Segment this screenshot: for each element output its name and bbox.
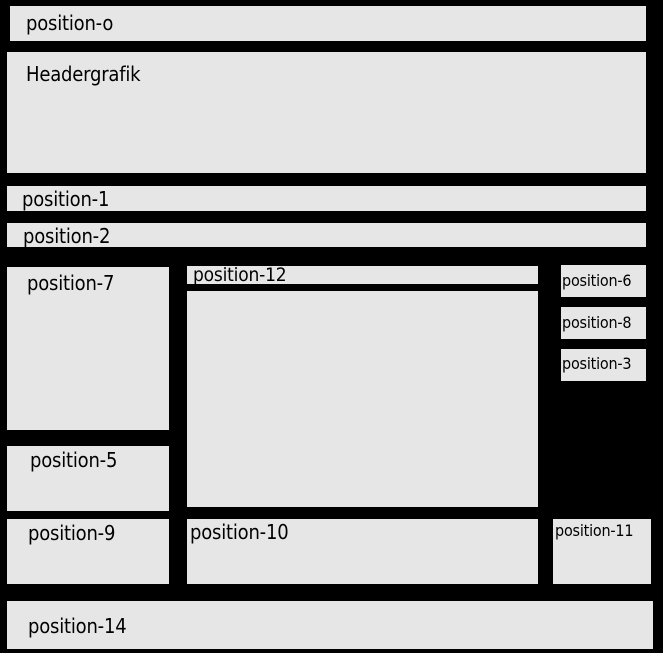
- position-o-label: position-o: [26, 11, 114, 35]
- headergrafik-label: Headergrafik: [26, 62, 141, 86]
- position-11-box: position-11: [553, 519, 651, 584]
- position-3-box: position-3: [561, 349, 646, 381]
- position-6-label: position-6: [562, 271, 632, 290]
- position-7-label: position-7: [27, 271, 115, 295]
- position-o-box: position-o: [10, 6, 646, 41]
- position-2-label: position-2: [23, 224, 111, 247]
- position-2-box: position-2: [7, 223, 646, 247]
- position-8-box: position-8: [561, 307, 646, 339]
- position-5-label: position-5: [30, 448, 118, 472]
- position-12-label: position-12: [193, 266, 287, 284]
- position-1-box: position-1: [7, 186, 646, 211]
- position-12-box: position-12: [187, 266, 538, 284]
- position-10-label: position-10: [190, 520, 289, 544]
- headergrafik-box: Headergrafik: [7, 52, 646, 173]
- position-5-box: position-5: [7, 446, 169, 511]
- position-10-box: position-10: [187, 519, 538, 584]
- position-3-label: position-3: [562, 354, 632, 373]
- position-1-label: position-1: [22, 187, 110, 211]
- position-14-box: position-14: [7, 601, 653, 649]
- position-14-label: position-14: [28, 614, 127, 638]
- position-6-box: position-6: [561, 265, 646, 297]
- position-11-label: position-11: [555, 521, 634, 540]
- main-content-box: [187, 291, 538, 507]
- position-9-label: position-9: [28, 521, 116, 545]
- position-7-box: position-7: [7, 267, 169, 430]
- position-8-label: position-8: [562, 313, 632, 332]
- position-9-box: position-9: [7, 519, 169, 584]
